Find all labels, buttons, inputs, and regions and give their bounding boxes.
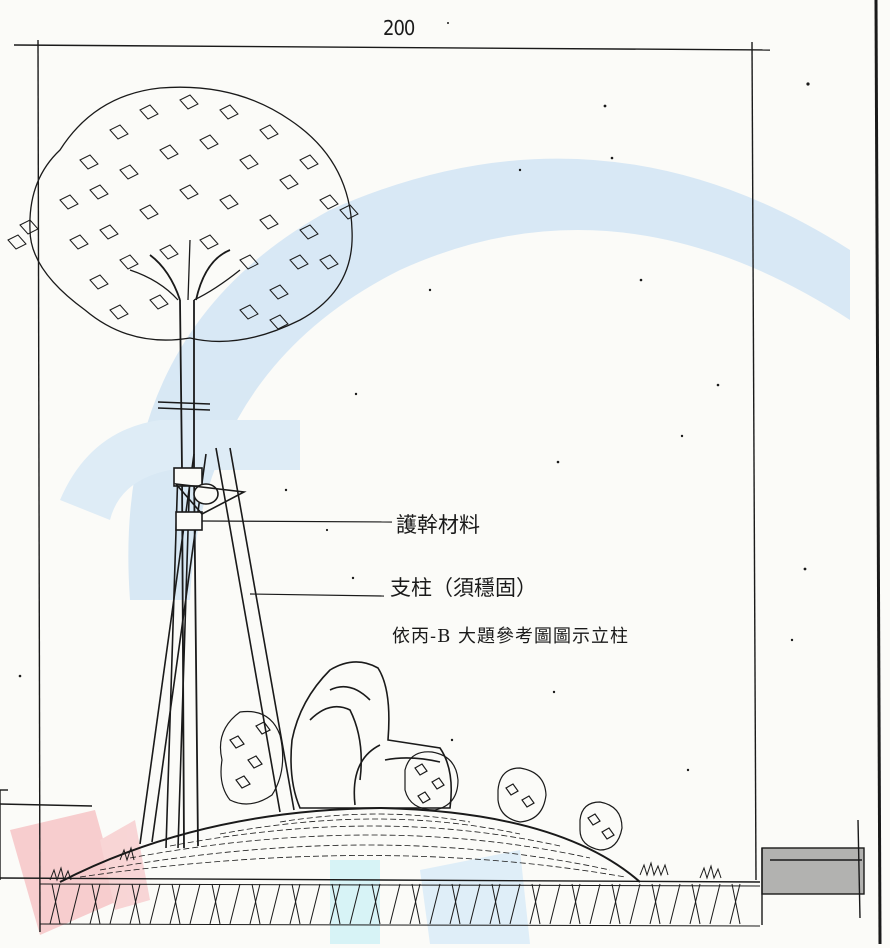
dimension-label-width: 200 [383, 16, 415, 40]
support-posts [139, 447, 295, 849]
tree-canopy [7, 86, 359, 343]
leader-lines [201, 520, 393, 597]
ground-hatch [39, 883, 761, 927]
label-support-note: 依丙-B 大題參考圖圖示立柱 [392, 626, 630, 647]
speckles [18, 22, 810, 772]
grass [49, 846, 722, 882]
label-trunk-protection: 護幹材料 [396, 513, 480, 537]
watermark [10, 158, 851, 944]
label-support-post: 支柱（須穩固） [390, 576, 537, 600]
shrubs [219, 710, 623, 851]
curb [761, 819, 865, 925]
trunk-protection [157, 401, 247, 531]
rock [290, 661, 453, 809]
